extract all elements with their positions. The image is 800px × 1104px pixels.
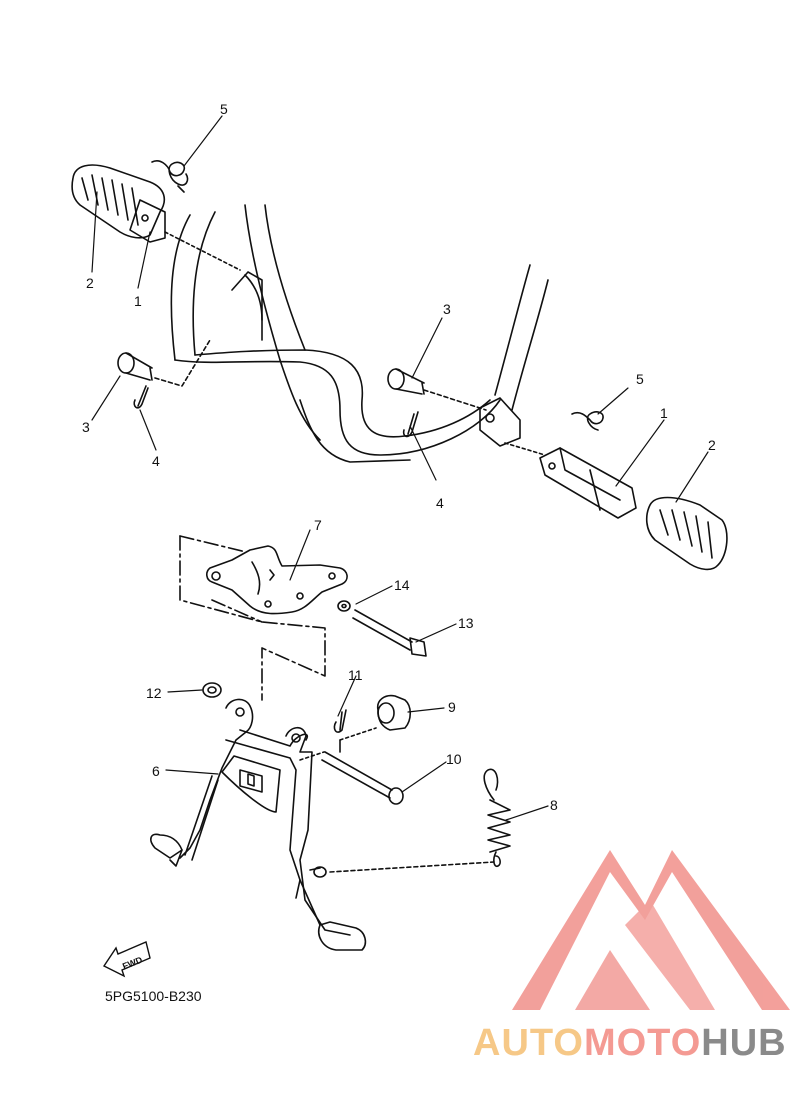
watermark-moto: MOTO [583, 1022, 702, 1064]
callout-7: 7 [314, 517, 322, 533]
return-spring [329, 768, 511, 873]
watermark-logo-mark [512, 850, 790, 1010]
callout-4-right: 4 [436, 495, 444, 511]
right-cotter-pin [402, 411, 419, 438]
callout-2-left: 2 [86, 275, 94, 291]
callout-11: 11 [348, 667, 363, 683]
forward-arrow-icon: FWD [102, 941, 151, 978]
callout-14: 14 [394, 577, 410, 593]
watermark-text: AUTOMOTOHUB [473, 1022, 787, 1065]
watermark-auto: AUTO [473, 1022, 584, 1064]
stand-bracket [179, 535, 348, 701]
left-footrest [71, 164, 241, 271]
callout-2-right: 2 [708, 437, 716, 453]
diagram-code: 5PG5100-B230 [105, 988, 202, 1004]
washer [202, 682, 222, 698]
stand-cotter-pin [333, 709, 347, 753]
callout-12: 12 [146, 685, 162, 701]
watermark-hub: HUB [701, 1022, 787, 1064]
left-spring [151, 160, 189, 193]
leader-lines [91, 115, 709, 821]
left-pivot-pin [117, 339, 211, 387]
callout-8: 8 [550, 797, 558, 813]
callout-labels: 5 2 1 3 4 3 5 1 2 4 7 14 13 12 9 11 6 10… [82, 101, 716, 813]
stand-shaft [299, 727, 404, 805]
callout-5-right: 5 [636, 371, 644, 387]
right-pivot-pin [387, 368, 487, 411]
pivot-bolt [337, 600, 427, 657]
main-stand [150, 698, 367, 951]
frame-tubes [170, 204, 549, 463]
callout-3-right: 3 [443, 301, 451, 317]
callout-10: 10 [446, 751, 462, 767]
callout-4-left: 4 [152, 453, 160, 469]
right-spring [571, 411, 604, 431]
right-bracket-boss [479, 397, 546, 456]
left-cotter-pin [133, 385, 149, 409]
callout-1-left: 1 [134, 293, 142, 309]
stopper-rubber [376, 694, 412, 731]
callout-9: 9 [448, 699, 456, 715]
callout-13: 13 [458, 615, 474, 631]
right-footrest-rubber [645, 496, 728, 571]
callout-3-left: 3 [82, 419, 90, 435]
callout-6: 6 [152, 763, 160, 779]
callout-5-left: 5 [220, 101, 228, 117]
right-footrest [539, 447, 637, 519]
callout-1-right: 1 [660, 405, 668, 421]
